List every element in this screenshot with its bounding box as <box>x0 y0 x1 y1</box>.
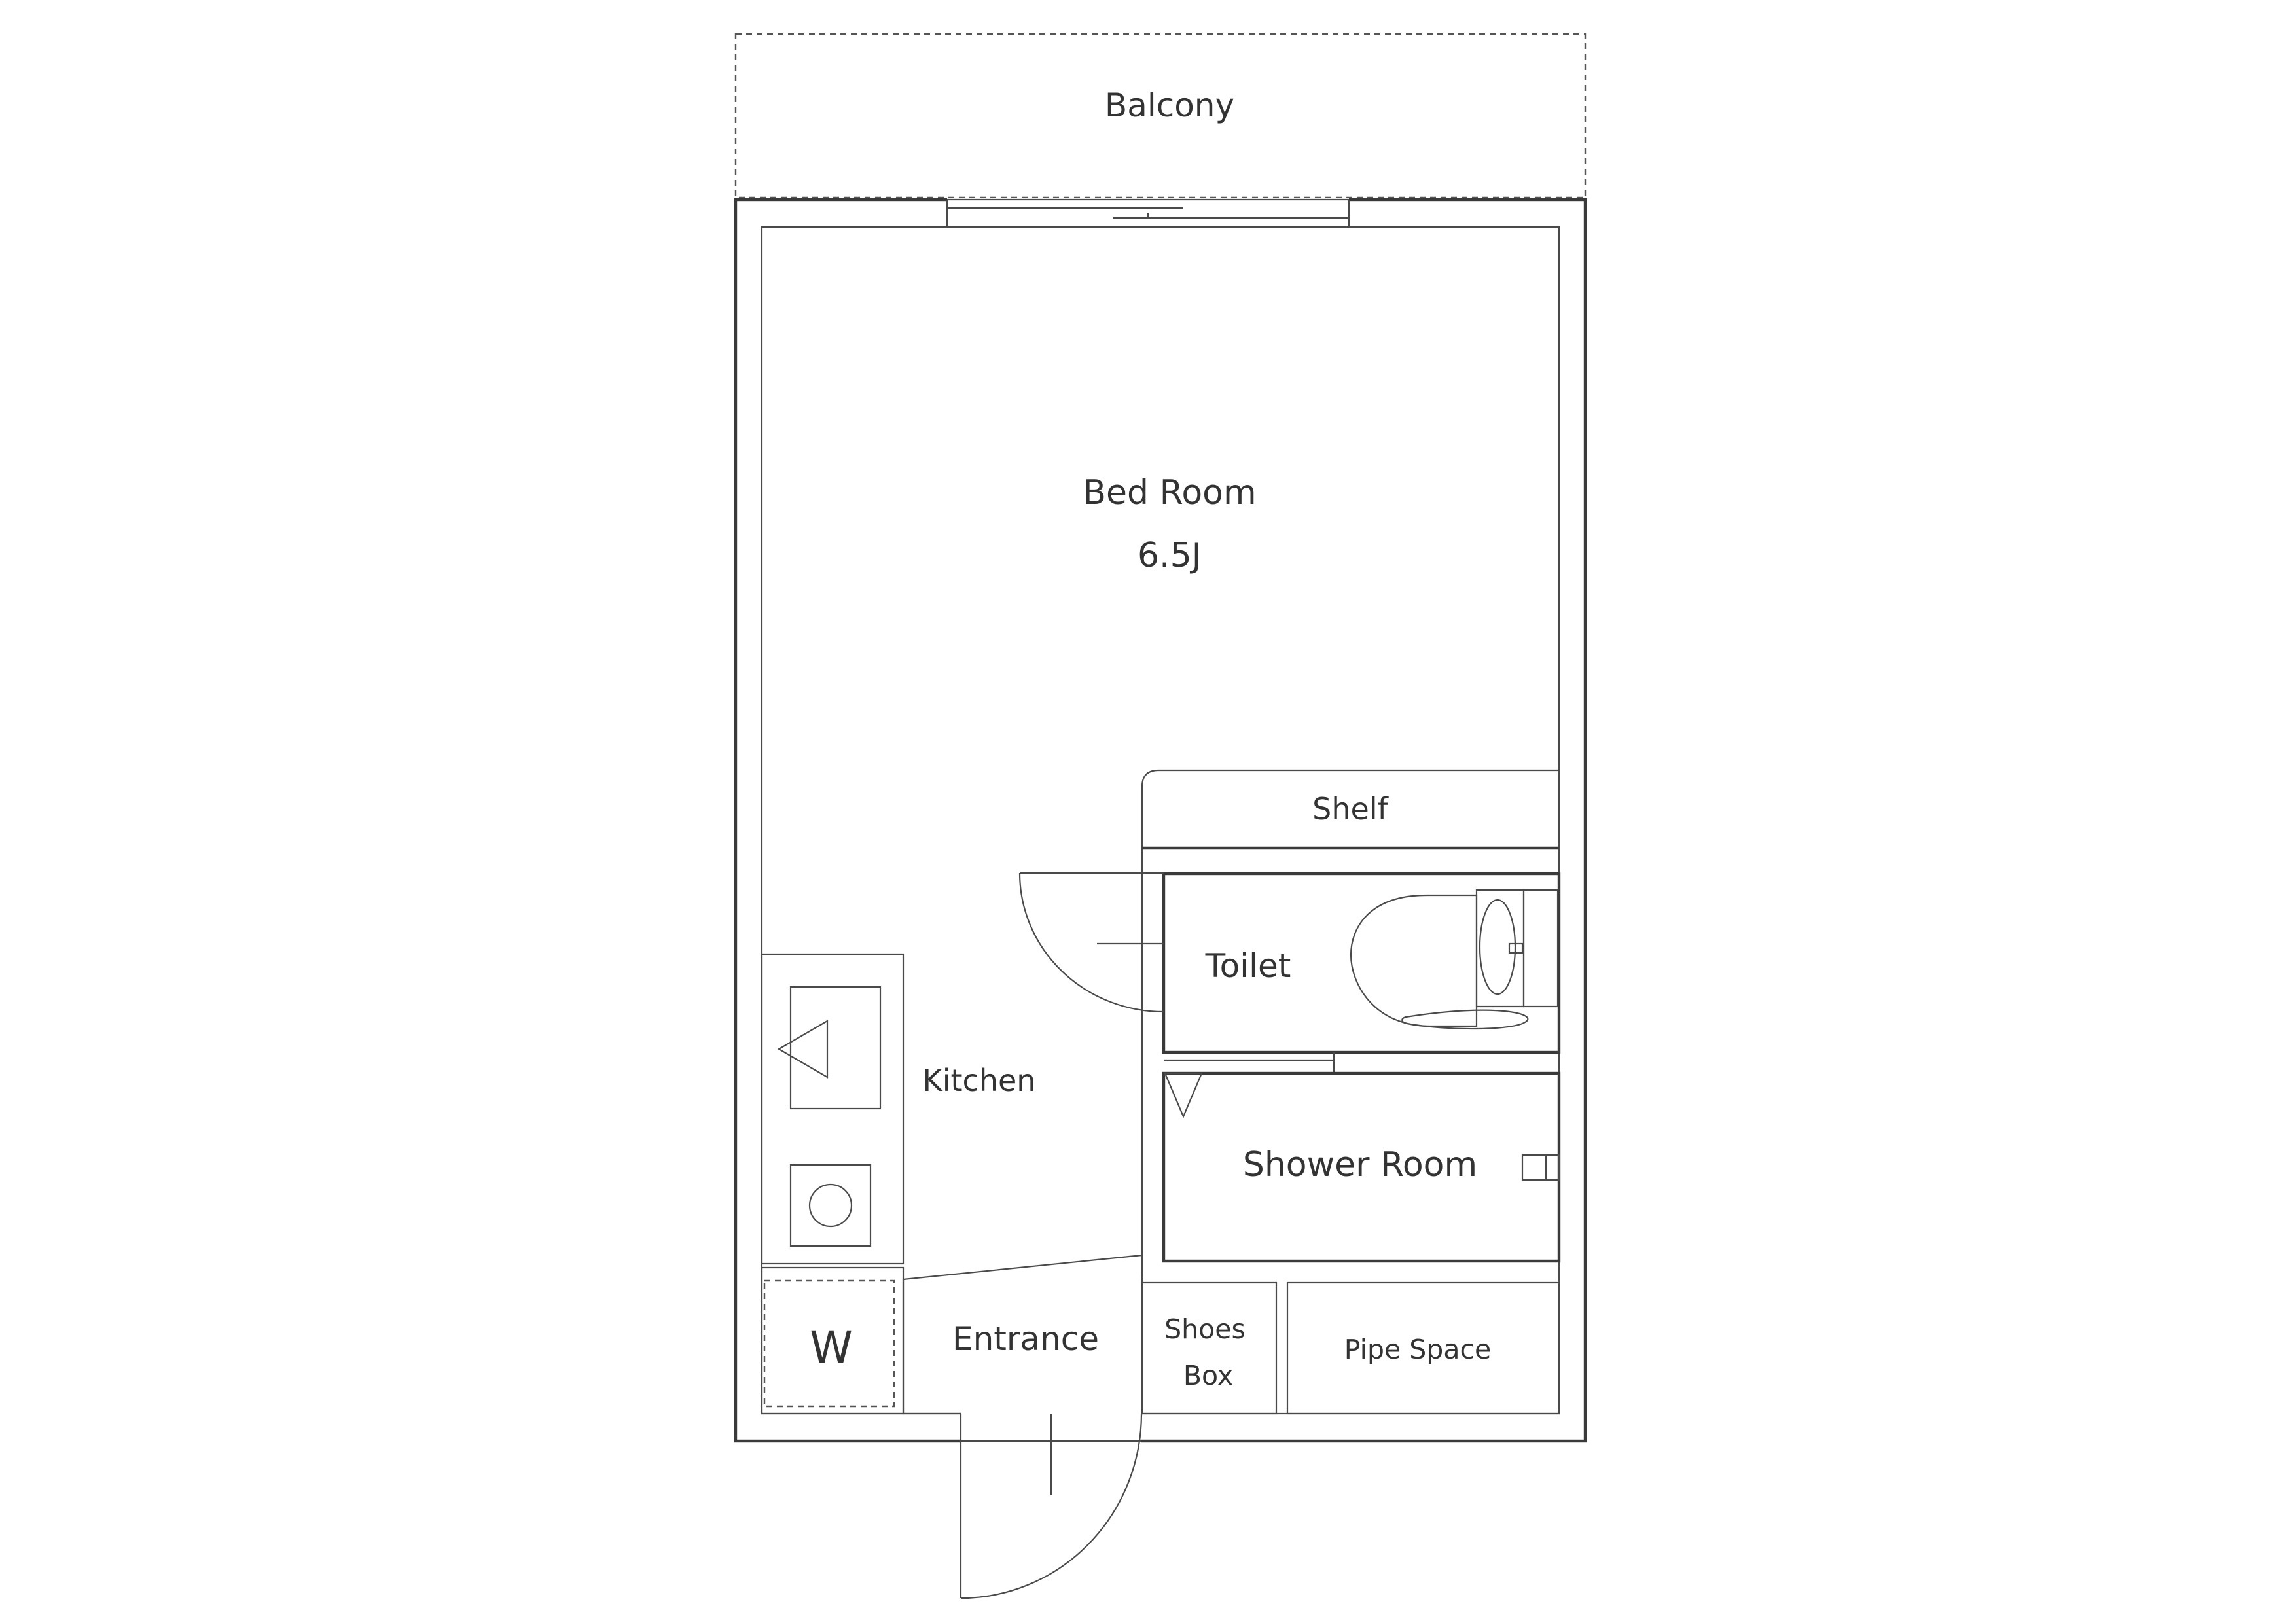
triangle-marker-icon <box>1164 1072 1203 1118</box>
washer-space: W <box>761 1266 905 1415</box>
shelf: Shelf <box>1141 769 1559 1276</box>
toilet-door <box>1018 872 1164 1013</box>
balcony: Balcony <box>734 33 1587 199</box>
pipe-space: Pipe Space <box>1286 1281 1560 1415</box>
shower-room: Shower Room <box>1162 1071 1561 1263</box>
toilet-label: Toilet <box>1205 947 1291 985</box>
sink-icon <box>777 986 882 1110</box>
balcony-label: Balcony <box>1105 86 1234 124</box>
entrance-door <box>960 1412 1143 1599</box>
pipe-space-label: Pipe Space <box>1344 1334 1491 1365</box>
shelf-label: Shelf <box>1312 791 1389 827</box>
toilet-room: Toilet <box>1162 872 1561 1072</box>
bedroom-label: Bed Room <box>1083 473 1256 512</box>
balcony-window <box>946 198 1350 228</box>
shoes-box-label-line2: Box <box>1183 1360 1233 1391</box>
faucet-icon <box>1521 1154 1560 1181</box>
toilet-fixture-icon <box>1350 889 1559 1030</box>
shower-room-label: Shower Room <box>1243 1145 1477 1185</box>
shoes-box-label-line1: Shoes <box>1164 1313 1246 1345</box>
washer-label: W <box>810 1323 852 1373</box>
kitchen: Kitchen <box>761 953 1036 1265</box>
stove-icon <box>789 1164 872 1247</box>
outer-walls <box>734 198 1587 1443</box>
bedroom-size-label: 6.5J <box>1138 536 1202 575</box>
shoes-box: Shoes Box <box>1141 1281 1278 1415</box>
entrance: Entrance <box>902 1254 1143 1415</box>
kitchen-label: Kitchen <box>923 1063 1036 1098</box>
entrance-label: Entrance <box>952 1320 1099 1358</box>
